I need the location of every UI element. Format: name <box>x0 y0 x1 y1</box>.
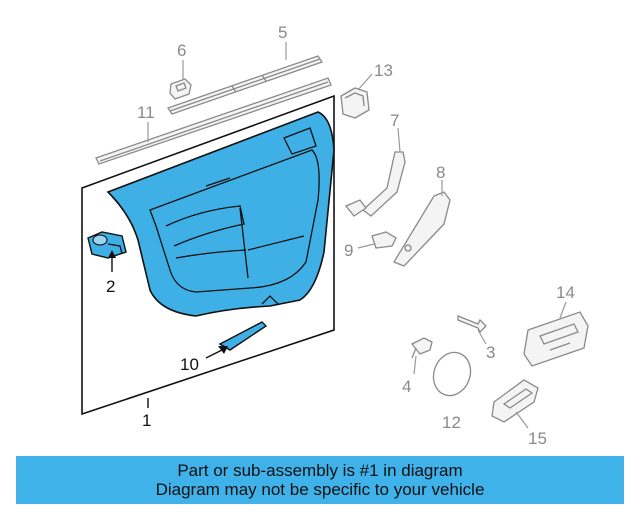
callout-13: 13 <box>374 61 393 80</box>
callout-8: 8 <box>436 163 445 182</box>
assembly-outline <box>81 94 335 416</box>
leader-3 <box>477 329 487 345</box>
leader-10 <box>205 349 223 359</box>
leader-13 <box>357 73 373 91</box>
part-15-pocket-insert <box>491 379 539 423</box>
leader-14 <box>559 301 567 319</box>
callout-9: 9 <box>344 241 353 260</box>
banner-line-1: Part or sub-assembly is #1 in diagram <box>177 461 463 480</box>
parts-diagram: 5 6 13 11 7 8 9 2 14 3 10 4 1 12 15 <box>81 23 589 448</box>
callout-6: 6 <box>177 41 186 60</box>
arrow-10 <box>218 346 228 354</box>
info-banner: Part or sub-assembly is #1 in diagram Di… <box>16 456 624 504</box>
part-5-weatherstrip <box>166 55 324 115</box>
part-4-push-pin <box>410 337 433 359</box>
part-9-clip <box>371 231 412 252</box>
leader-7 <box>397 127 401 153</box>
part-14-latch-housing <box>523 311 589 367</box>
arrow-2 <box>108 250 116 258</box>
callout-4: 4 <box>402 377 411 396</box>
part-13-switch <box>340 87 370 119</box>
part-3-screw <box>457 315 487 334</box>
callout-11: 11 <box>137 103 155 122</box>
banner-line-2: Diagram may not be specific to your vehi… <box>155 480 485 499</box>
callout-12: 12 <box>442 413 461 432</box>
part-6-clip <box>169 78 192 100</box>
part-7-handle-bracket <box>344 151 406 217</box>
leader-9 <box>357 243 375 249</box>
part-11-belt-molding <box>95 77 332 165</box>
part-1-door-trim-panel <box>106 111 335 317</box>
leader-4 <box>413 355 417 375</box>
callout-3: 3 <box>486 343 495 362</box>
callout-15: 15 <box>528 429 547 448</box>
callout-5: 5 <box>278 23 287 42</box>
part-10-lower-trim <box>218 321 268 351</box>
part-8-handle-trim <box>393 191 451 267</box>
callout-1: 1 <box>142 411 151 430</box>
callout-7: 7 <box>390 111 399 130</box>
part-12-plug <box>432 351 472 397</box>
callout-2: 2 <box>106 277 115 296</box>
callout-14: 14 <box>556 283 575 302</box>
part-2-clip <box>87 231 127 259</box>
leader-15 <box>515 411 529 429</box>
callout-10: 10 <box>180 355 199 374</box>
